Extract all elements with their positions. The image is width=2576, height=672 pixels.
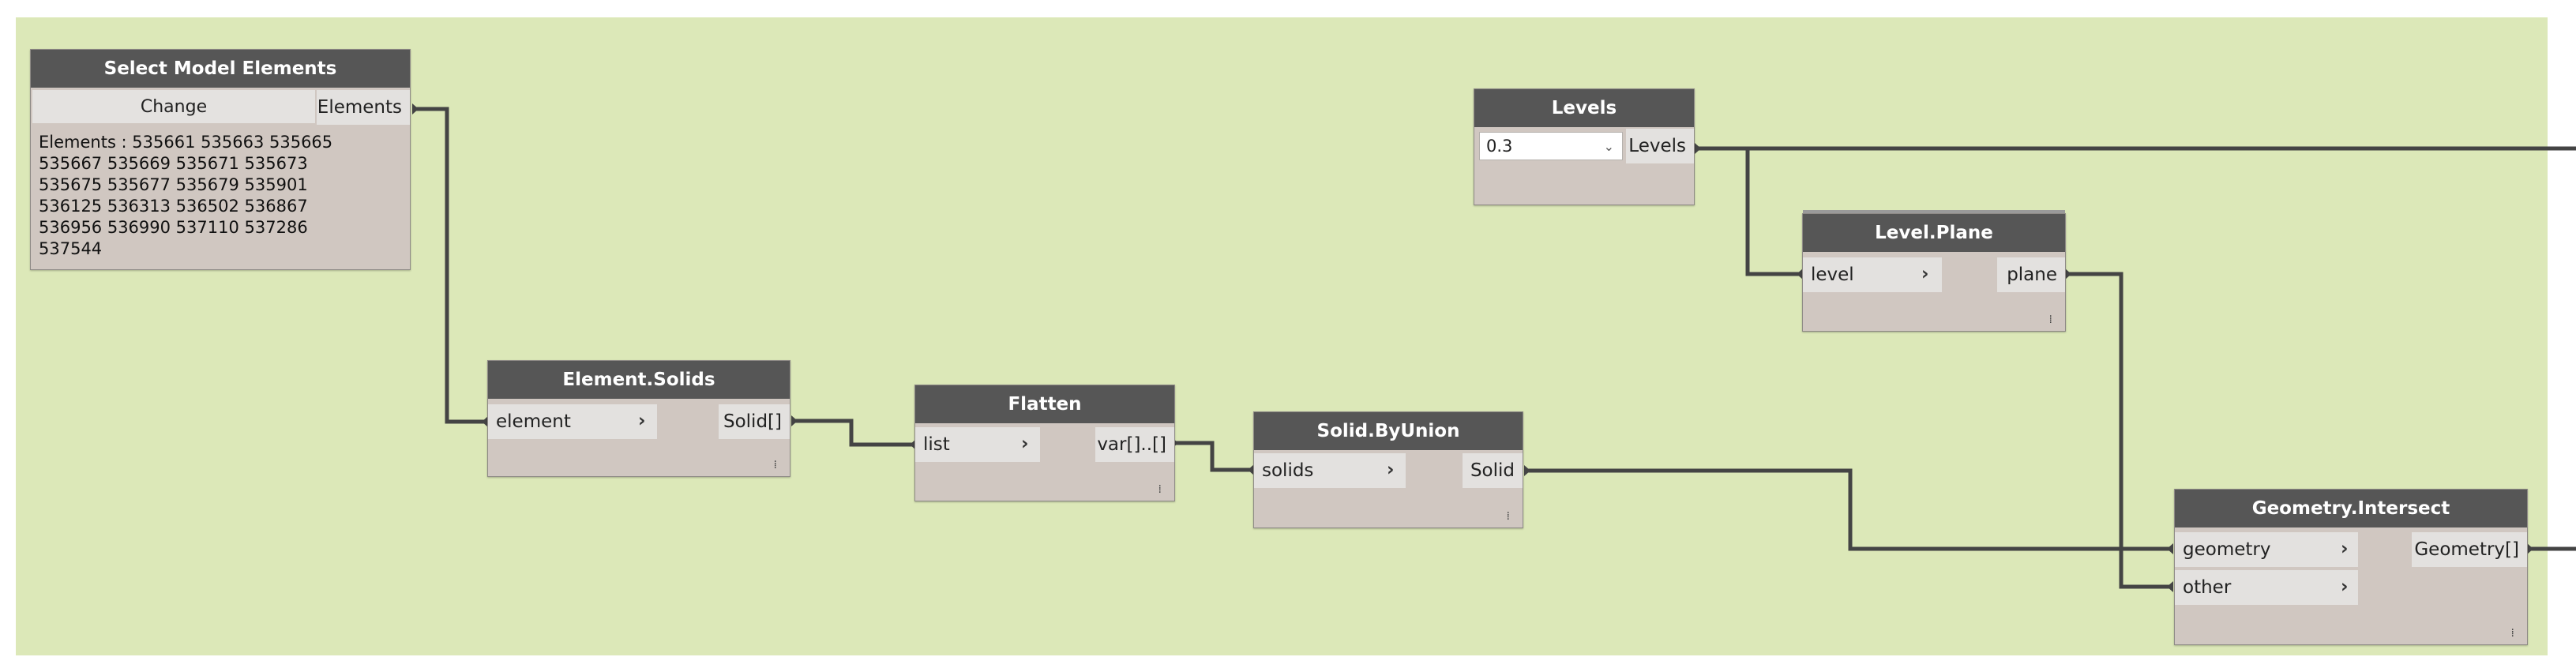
chevron-right-icon: › xyxy=(1921,264,1929,284)
solid-array-output-port[interactable]: Solid[] xyxy=(719,404,790,439)
levels-output-port[interactable]: Levels xyxy=(1626,129,1694,163)
geometry-input-port[interactable]: geometry xyxy=(2175,532,2358,567)
chevron-right-icon: › xyxy=(1021,434,1029,454)
dropdown-value: 0.3 xyxy=(1486,137,1513,156)
element-input-port[interactable]: element xyxy=(488,404,657,439)
var-output-port[interactable]: var[]..[] xyxy=(1095,427,1174,462)
chevron-right-icon: › xyxy=(1387,460,1395,480)
node-title: Element.Solids xyxy=(488,361,790,399)
elements-list: Elements : 535661 535663 535665 535667 5… xyxy=(39,133,333,258)
element-solids-node[interactable]: Element.Solids element › Solid[] ⁞ xyxy=(487,360,790,477)
node-title: Solid.ByUnion xyxy=(1254,412,1523,450)
level-input-port[interactable]: level xyxy=(1803,257,1942,292)
solids-input-port[interactable]: solids xyxy=(1254,453,1406,488)
select-model-elements-node[interactable]: Select Model Elements Change Elements El… xyxy=(30,49,411,270)
node-title: Levels xyxy=(1474,89,1694,127)
solid-output-port[interactable]: Solid xyxy=(1463,453,1523,488)
list-input-port[interactable]: list xyxy=(915,427,1040,462)
chevron-down-icon: ⌄ xyxy=(1603,139,1614,154)
node-title: Level.Plane xyxy=(1803,214,2065,252)
lacing-icon[interactable]: ⁞ xyxy=(1506,510,1510,523)
change-button[interactable]: Change xyxy=(32,90,315,123)
elements-output-port[interactable]: Elements xyxy=(317,90,410,125)
flatten-node[interactable]: Flatten list › var[]..[] ⁞ xyxy=(914,385,1175,501)
geometry-array-output-port[interactable]: Geometry[] xyxy=(2412,532,2527,567)
node-title: Select Model Elements xyxy=(31,50,410,88)
chevron-right-icon: › xyxy=(638,411,646,431)
plane-output-port[interactable]: plane xyxy=(1997,257,2065,292)
lacing-icon[interactable]: ⁞ xyxy=(1158,483,1162,496)
geometry-intersect-node[interactable]: Geometry.Intersect geometry › other › Ge… xyxy=(2174,489,2528,645)
levels-dropdown[interactable]: 0.3 ⌄ xyxy=(1479,132,1623,160)
lacing-icon[interactable]: ⁞ xyxy=(2510,627,2514,640)
level-plane-node[interactable]: Level.Plane level › plane ⁞ xyxy=(1802,213,2066,332)
node-title: Flatten xyxy=(915,385,1174,423)
levels-node[interactable]: Levels 0.3 ⌄ Levels xyxy=(1474,88,1695,205)
node-title: Geometry.Intersect xyxy=(2175,490,2527,527)
solid-byunion-node[interactable]: Solid.ByUnion solids › Solid ⁞ xyxy=(1253,411,1523,528)
chevron-right-icon: › xyxy=(2341,539,2349,559)
chevron-right-icon: › xyxy=(2341,576,2349,597)
other-input-port[interactable]: other xyxy=(2175,570,2358,605)
lacing-icon[interactable]: ⁞ xyxy=(2048,313,2052,326)
lacing-icon[interactable]: ⁞ xyxy=(773,459,777,471)
